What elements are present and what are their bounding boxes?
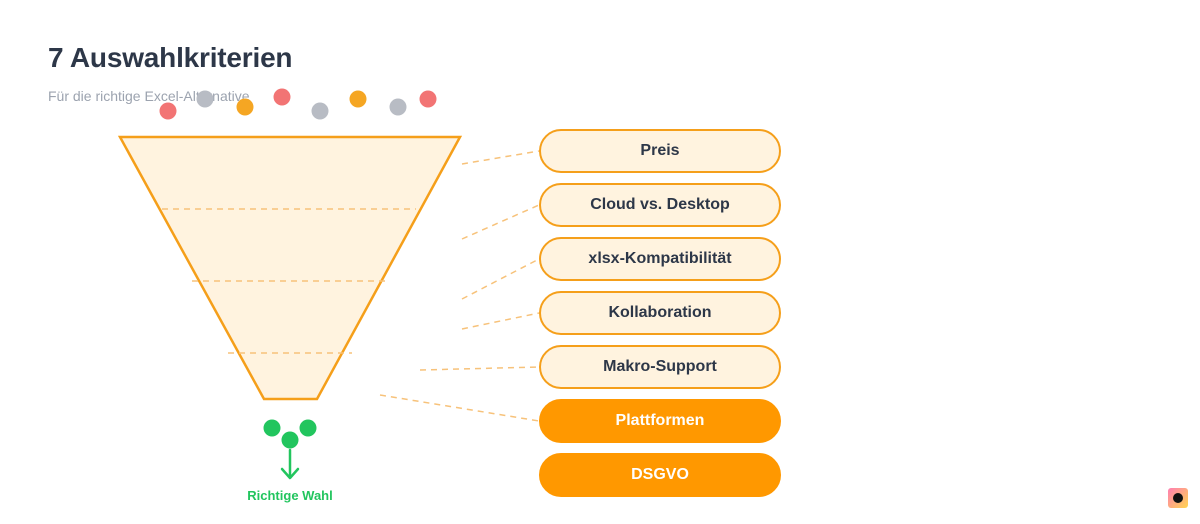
connector-line (461, 150, 540, 165)
input-dot (419, 90, 437, 108)
input-dot (196, 90, 214, 108)
criterion-kollaboration: Kollaboration (539, 291, 781, 335)
output-dot (263, 419, 281, 437)
criterion-dsgvo: DSGVO (539, 453, 781, 497)
result-label: Richtige Wahl (247, 488, 333, 503)
input-dot (236, 98, 254, 116)
connector-line (461, 258, 540, 300)
criterion-preis: Preis (539, 129, 781, 173)
funnel-shape (117, 135, 463, 401)
output-dot (281, 431, 299, 449)
connector-line (461, 312, 540, 330)
connector-line (419, 366, 540, 371)
output-dot (299, 419, 317, 437)
connector-line (461, 204, 540, 240)
criterion-makro-support: Makro-Support (539, 345, 781, 389)
page-title: 7 Auswahlkriterien (48, 42, 293, 73)
criteria-list: Preis Cloud vs. Desktop xlsx-Kompatibili… (539, 129, 781, 507)
criterion-plattformen: Plattformen (539, 399, 781, 443)
input-dot (159, 102, 177, 120)
input-dot (311, 102, 329, 120)
criterion-cloud-vs-desktop: Cloud vs. Desktop (539, 183, 781, 227)
criterion-xlsx-kompatibilitaet: xlsx-Kompatibilität (539, 237, 781, 281)
input-dot (389, 98, 407, 116)
connector-line (379, 394, 540, 422)
arrow-down-icon (280, 448, 300, 480)
input-dot (273, 88, 291, 106)
brand-logo-icon[interactable] (1168, 488, 1188, 508)
input-dot (349, 90, 367, 108)
